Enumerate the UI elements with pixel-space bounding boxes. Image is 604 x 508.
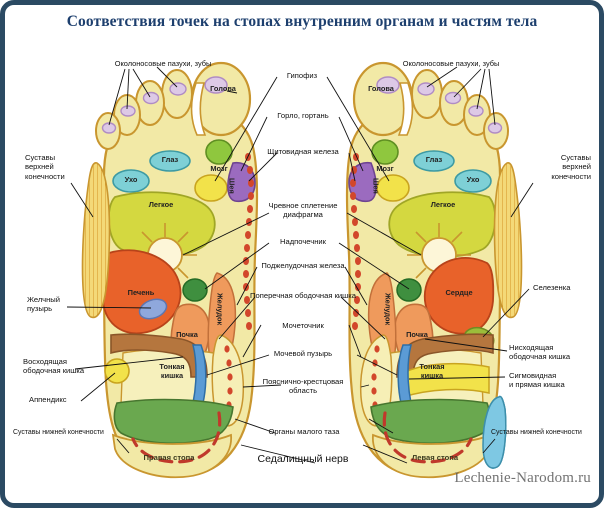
label-solar-plexus-diaphragm: Чревное сплетение диафрагма bbox=[268, 201, 338, 220]
label-transverse-colon: Поперечная ободочная кишка bbox=[250, 291, 356, 300]
leader-lines bbox=[66, 66, 534, 464]
label-pancreas: Поджелудочная железа bbox=[261, 261, 345, 270]
label-throat-larynx: Горло, гортань bbox=[277, 111, 329, 120]
reflexology-diagram: Околоносовые пазухи, зубы Околоносовые п… bbox=[5, 5, 599, 503]
label-ascending-colon-left: Восходящая ободочная кишка bbox=[23, 357, 85, 376]
label-pituitary: Гипофиз bbox=[286, 71, 318, 80]
label-appendix-left: Аппендикс bbox=[29, 395, 67, 404]
label-sinuses-teeth-right: Околоносовые пазухи, зубы bbox=[402, 59, 500, 68]
label-gallbladder-left: Желчный пузырь bbox=[27, 295, 61, 314]
watermark: Lechenie-Narodom.ru bbox=[454, 470, 591, 486]
label-thyroid: Щитовидная железа bbox=[267, 147, 339, 156]
label-sciatic-nerve: Седалищный нерв bbox=[257, 453, 349, 465]
right-foot-graphic bbox=[81, 61, 259, 479]
label-spleen-right: Селезенка bbox=[533, 283, 571, 292]
joints-lower-shape-left bbox=[482, 395, 507, 469]
label-sigmoid-rectum-right: Сигмовидная и прямая кишка bbox=[509, 371, 565, 390]
label-joints-lower-left: Суставы нижней конечности bbox=[13, 429, 104, 436]
label-descending-colon-right: Нисходящая ободочная кишка bbox=[509, 343, 571, 362]
feet-diagram-svg bbox=[66, 61, 534, 479]
label-lumbosacral: Пояснично-крестцовая область bbox=[262, 377, 344, 396]
label-joints-upper-right: Суставы верхней конечности bbox=[551, 153, 591, 181]
foot-name-left: Левая стопа bbox=[411, 453, 459, 462]
label-adrenal: Надпочечник bbox=[280, 237, 326, 246]
label-joints-upper-left: Суставы верхней конечности bbox=[25, 153, 65, 181]
label-bladder: Мочевой пузырь bbox=[273, 349, 333, 358]
foot-name-right: Правая стопа bbox=[143, 453, 195, 462]
label-ureter: Мочеточник bbox=[282, 321, 324, 330]
label-sinuses-teeth-left: Околоносовые пазухи, зубы bbox=[114, 59, 212, 68]
label-joints-lower-right: Суставы нижней конечности bbox=[491, 429, 582, 436]
page-title: Соответствия точек на стопах внутренним … bbox=[66, 13, 538, 30]
label-pelvic-organs: Органы малого таза bbox=[268, 427, 340, 436]
